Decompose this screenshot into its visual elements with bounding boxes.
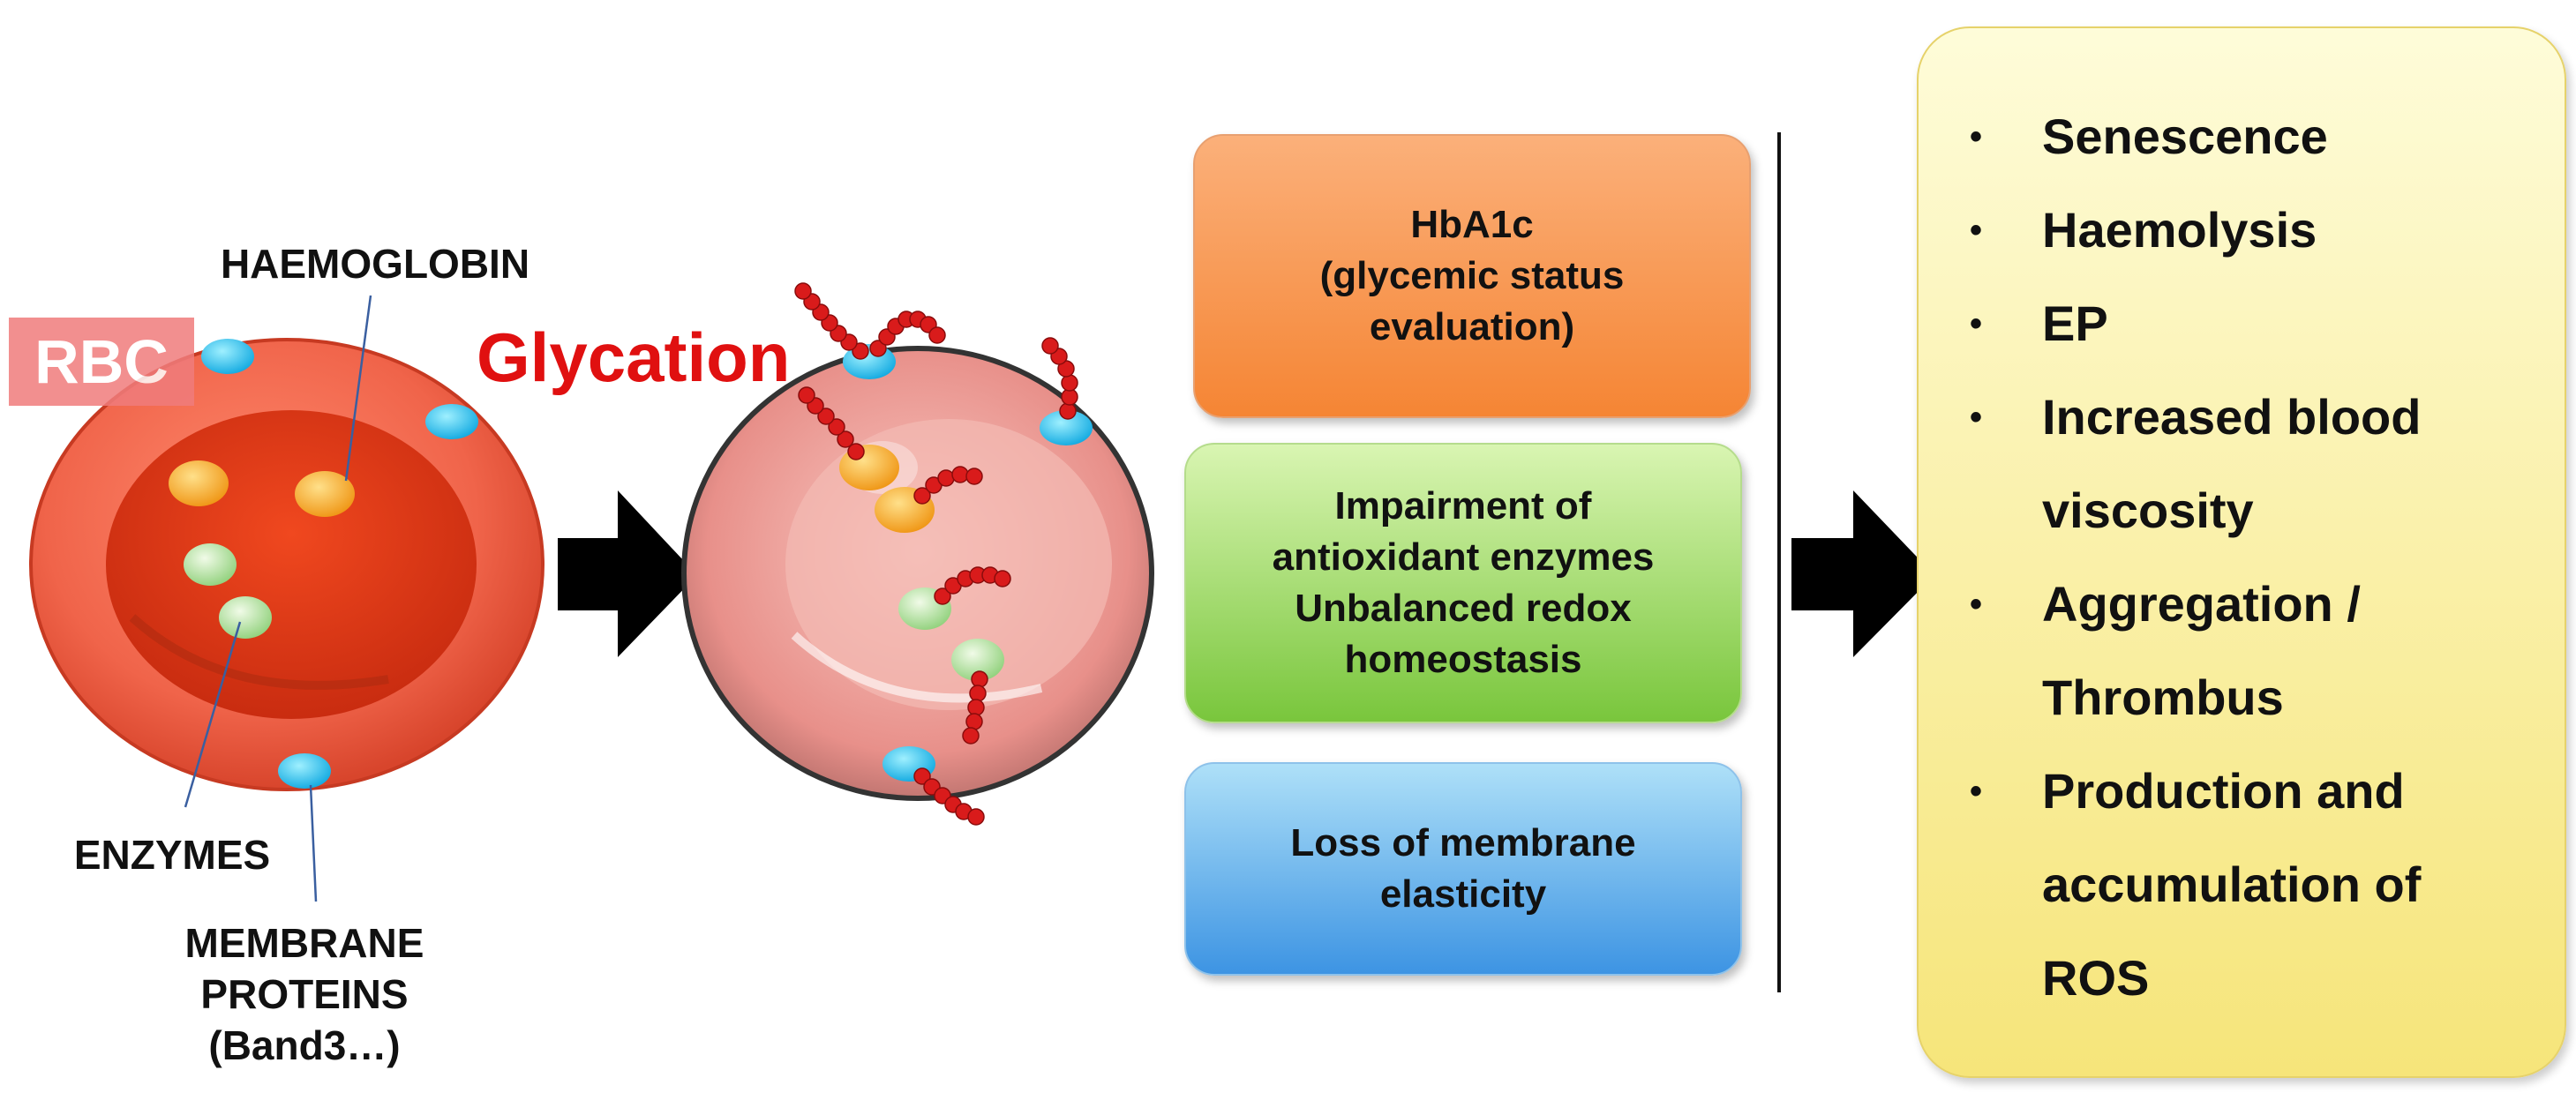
effect-line: elasticity: [1379, 872, 1547, 916]
consequence-line: viscosity: [2042, 483, 2254, 538]
consequence-item: • Aggregation / Thrombus: [1919, 557, 2565, 745]
effect-box-hba1c: HbA1c (glycemic status evaluation): [1193, 134, 1751, 418]
consequence-item: • Increased blood viscosity: [1919, 370, 2565, 557]
membrane-proteins-label-line: MEMBRANE: [184, 920, 424, 966]
consequences-panel: • Senescence • Haemolysis • EP • Increas…: [1917, 26, 2566, 1078]
rbc-tag: RBC: [9, 318, 194, 406]
consequence-line: Increased blood: [2042, 389, 2422, 445]
membrane-protein: [425, 404, 478, 439]
glycated-protein: [1040, 410, 1093, 445]
glucose-chains: [794, 282, 1078, 826]
consequence-line: ROS: [2042, 950, 2150, 1006]
bullet: •: [1970, 304, 1983, 343]
effect-line: homeostasis: [1344, 638, 1582, 681]
haemoglobin-dot: [169, 460, 229, 506]
membrane-protein: [201, 339, 254, 374]
membrane-proteins-label: MEMBRANE PROTEINS (Band3…): [141, 917, 468, 1071]
consequence-line: Thrombus: [2042, 670, 2284, 725]
haemoglobin-label: HAEMOGLOBIN: [220, 241, 530, 287]
effect-line: antioxidant enzymes: [1272, 535, 1655, 579]
effect-box-antioxidant: Impairment of antioxidant enzymes Unbala…: [1184, 443, 1742, 723]
effect-box-membrane: Loss of membrane elasticity: [1184, 762, 1742, 976]
bullet: •: [1970, 398, 1983, 437]
effect-line: Loss of membrane: [1290, 821, 1636, 864]
glycated-rbc: [681, 282, 1154, 826]
consequences-list: • Senescence • Haemolysis • EP • Increas…: [1919, 90, 2565, 1025]
glycation-label: Glycation: [477, 318, 791, 396]
membrane-protein: [278, 753, 331, 789]
consequence-item: • Production and accumulation of ROS: [1919, 745, 2565, 1025]
healthy-rbc: [29, 295, 544, 902]
bullet: •: [1970, 772, 1983, 811]
bullet: •: [1970, 585, 1983, 624]
consequence-line: Senescence: [2042, 109, 2328, 164]
consequence-line: Production and: [2042, 763, 2405, 819]
effect-line: HbA1c: [1410, 203, 1534, 246]
consequence-line: accumulation of: [2042, 857, 2422, 912]
consequence-item: • Haemolysis: [1919, 183, 2565, 277]
bullet: •: [1970, 117, 1983, 156]
enzyme-dot: [184, 543, 237, 586]
effect-line: Unbalanced redox: [1295, 587, 1632, 630]
consequence-item: • EP: [1919, 277, 2565, 370]
membrane-proteins-label-line: PROTEINS: [200, 971, 409, 1017]
effect-line: (glycemic status: [1319, 254, 1625, 297]
arrow-right-icon: [1791, 490, 1934, 657]
consequence-line: Aggregation /: [2042, 576, 2361, 632]
enzymes-label: ENZYMES: [73, 832, 271, 878]
enzyme-dot: [219, 596, 272, 639]
consequence-line: EP: [2042, 296, 2108, 351]
consequence-item: • Senescence: [1919, 90, 2565, 183]
effect-line: evaluation): [1369, 305, 1575, 348]
membrane-proteins-label-line: (Band3…): [208, 1022, 401, 1068]
haemoglobin-dot: [295, 471, 355, 517]
effect-line: Impairment of: [1334, 484, 1592, 528]
consequence-line: Haemolysis: [2042, 202, 2317, 258]
glycated-enzyme: [951, 639, 1004, 681]
bullet: •: [1970, 211, 1983, 250]
vertical-divider: [1777, 132, 1781, 992]
arrow-right-icon: [558, 490, 697, 657]
